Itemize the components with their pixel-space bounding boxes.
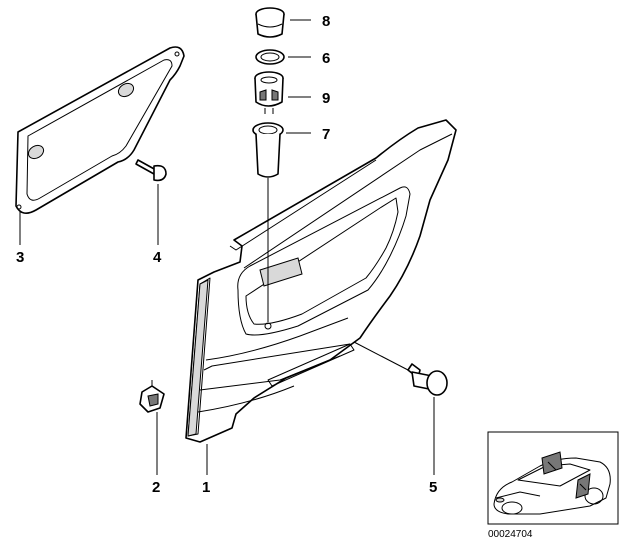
screw-part-4 <box>135 159 167 182</box>
cover-panel-part-3 <box>15 46 185 214</box>
callout-9: 9 <box>322 90 330 107</box>
callout-8: 8 <box>322 13 330 30</box>
callout-6: 6 <box>322 50 330 67</box>
callout-4: 4 <box>153 249 162 266</box>
rivet-part-2 <box>139 380 165 413</box>
ring-part-6 <box>255 49 285 65</box>
leader-lines <box>19 19 435 475</box>
callout-7: 7 <box>322 126 330 143</box>
socket-part-9 <box>254 71 284 114</box>
sleeve-part-7 <box>252 122 284 178</box>
trim-panel-part-1 <box>185 119 457 443</box>
reference-number: 00024704 <box>488 529 533 540</box>
push-clip-part-5 <box>407 363 448 396</box>
cap-part-8 <box>255 7 285 38</box>
callout-3: 3 <box>16 249 24 266</box>
callout-labels: 8 6 9 7 3 4 2 1 5 <box>16 13 437 496</box>
callout-1: 1 <box>202 479 210 496</box>
callout-5: 5 <box>429 479 437 496</box>
callout-2: 2 <box>152 479 160 496</box>
vehicle-location-inset: 00024704 <box>487 431 619 540</box>
